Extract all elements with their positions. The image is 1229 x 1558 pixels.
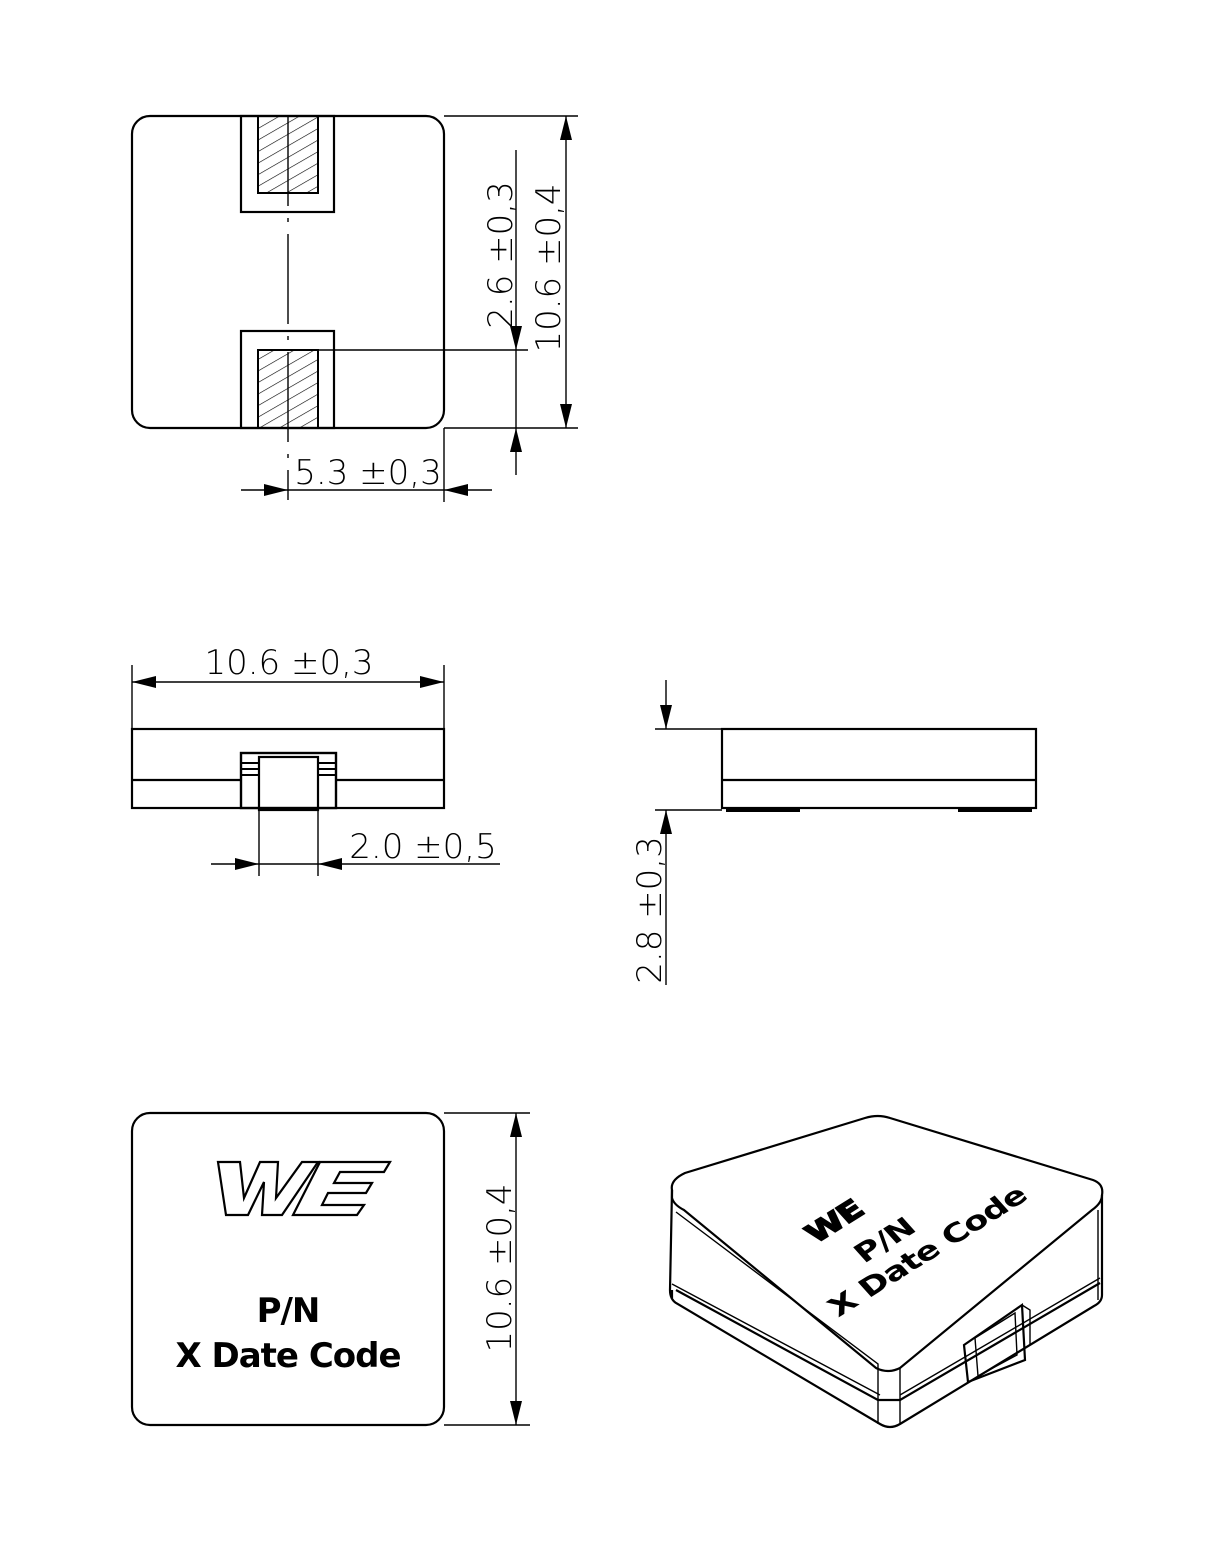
dim-width: 10.6 ±0,3 [204,643,373,683]
dim-height: 2.8 ±0,3 [630,836,670,983]
dim-pad-pitch: 5.3 ±0,3 [294,453,441,493]
side-view: 2.8 ±0,3 [630,680,1038,985]
iso-view: WE P/N X Date Code [668,1114,1104,1429]
part-number: P/N [257,1291,320,1331]
body-outline [668,1114,1104,1429]
front-view: 10.6 ±0,3 2.0 ±0,5 [130,643,500,876]
iso-marking: WE P/N X Date Code [798,1180,1034,1323]
dim-terminal: 2.0 ±0,5 [349,827,496,867]
dim-length: 10.6 ±0,4 [529,183,569,352]
we-logo [216,1160,392,1217]
iso-terminal [962,1302,1031,1384]
dim-length: 10.6 ±0,4 [480,1183,520,1352]
body-side [720,727,1038,810]
top-view: 2.6 ±0,3 10.6 ±0,4 5.3 ±0,3 [130,114,578,502]
body-outline [130,1111,446,1427]
date-code: X Date Code [175,1336,400,1376]
marking-view: P/N X Date Code 10.6 ±0,4 [130,1111,530,1427]
terminal [239,751,338,810]
dim-pad-gap: 2.6 ±0,3 [481,181,521,328]
